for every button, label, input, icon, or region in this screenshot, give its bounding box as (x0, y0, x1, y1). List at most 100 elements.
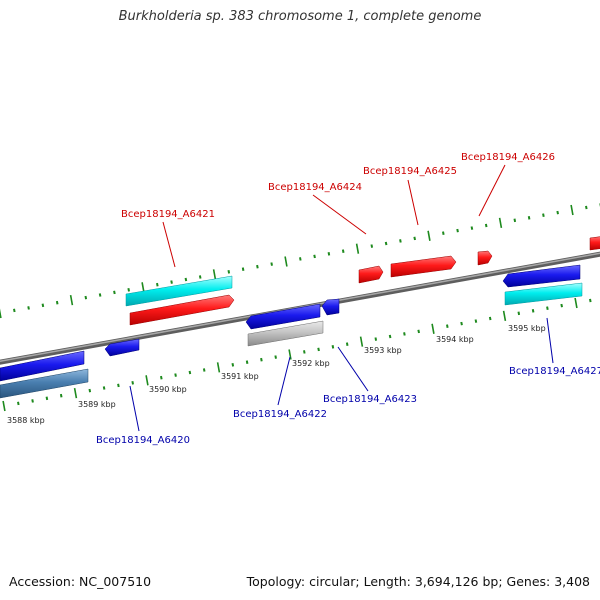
reverse-tick-19 (274, 355, 277, 359)
reverse-tick-22 (317, 347, 320, 352)
forward-tick-3 (41, 303, 45, 308)
gene-label-6425[interactable]: Bcep18194_A6425 (363, 166, 457, 177)
forward-tick-28 (399, 239, 402, 243)
callout-6422 (277, 356, 291, 406)
forward-tick-15 (212, 269, 217, 280)
reverse-tick-27 (388, 334, 392, 339)
forward-tick-1 (13, 308, 16, 313)
gene-label-6427[interactable]: Bcep18194_A6427 (509, 366, 600, 377)
gene-arrow-small-reverse[interactable] (104, 338, 140, 357)
reverse-tick-1 (17, 401, 20, 406)
forward-tick-0 (0, 308, 2, 319)
forward-tick-23 (327, 252, 331, 256)
gene-arrow-6424[interactable] (358, 265, 384, 284)
forward-tick-20 (284, 256, 288, 267)
reverse-tick-5 (73, 387, 78, 399)
gene-arrow-6422-grey[interactable] (247, 320, 324, 347)
forward-tick-38 (542, 213, 545, 217)
reverse-tick-6 (88, 388, 92, 393)
gene-arrow-6426[interactable] (477, 250, 493, 266)
forward-tick-17 (241, 267, 245, 271)
forward-tick-6 (84, 295, 88, 300)
forward-tick-41 (585, 205, 588, 210)
reverse-tick-9 (131, 381, 134, 385)
callout-6423 (337, 346, 369, 392)
gene-label-6420[interactable]: Bcep18194_A6420 (96, 435, 190, 446)
reverse-tick-32 (460, 321, 463, 326)
forward-tick-11 (156, 282, 159, 287)
gene-arrow-6427-cyan[interactable] (504, 282, 583, 306)
gene-arrow-6420[interactable] (0, 350, 85, 382)
callout-lines (129, 164, 554, 432)
forward-tick-33 (470, 226, 474, 230)
reverse-tick-37 (531, 309, 535, 313)
gene-arrow-6421[interactable] (129, 294, 235, 326)
forward-tick-21 (299, 257, 302, 261)
callout-6427 (546, 317, 554, 364)
reverse-tick-0 (2, 400, 6, 412)
forward-tick-29 (413, 236, 416, 241)
reverse-tick-11 (160, 375, 163, 380)
gene-label-6426[interactable]: Bcep18194_A6426 (461, 152, 555, 163)
gene-arrow-6420-steel[interactable] (0, 368, 89, 399)
forward-tick-10 (141, 282, 145, 293)
reverse-tick-30 (431, 323, 435, 334)
kbp-label-3588: 3588 kbp (7, 416, 45, 425)
reverse-tick-3 (45, 396, 49, 401)
forward-tick-22 (313, 254, 316, 259)
kbp-label-3589: 3589 kbp (78, 400, 116, 409)
reverse-tick-15 (216, 362, 221, 373)
reverse-tick-25 (359, 336, 364, 347)
forward-tick-16 (227, 270, 231, 274)
reverse-tick-38 (546, 306, 549, 310)
gene-arrow-next-forward[interactable] (589, 236, 600, 251)
callout-6421 (162, 221, 176, 268)
forward-tick-36 (513, 218, 517, 223)
reverse-tick-40 (574, 297, 578, 309)
gene-arrow-6423[interactable] (321, 298, 340, 316)
reverse-tick-31 (446, 324, 449, 328)
kbp-label-3591: 3591 kbp (221, 372, 259, 381)
reverse-tick-8 (117, 383, 120, 388)
gene-label-6423[interactable]: Bcep18194_A6423 (323, 394, 417, 405)
forward-tick-26 (370, 244, 374, 248)
gene-arrow-6425[interactable] (390, 255, 457, 278)
forward-genes (125, 236, 600, 326)
gene-arrow-6421-cyan[interactable] (125, 275, 233, 307)
forward-tick-2 (27, 306, 30, 310)
forward-tick-34 (484, 223, 488, 228)
forward-tick-track (0, 203, 600, 319)
gene-label-6424[interactable]: Bcep18194_A6424 (268, 182, 362, 193)
forward-tick-37 (527, 216, 531, 220)
forward-tick-13 (184, 277, 188, 282)
reverse-tick-17 (245, 360, 249, 364)
reverse-tick-29 (417, 329, 420, 334)
reverse-tick-24 (345, 342, 349, 346)
reverse-tick-26 (374, 337, 378, 341)
reverse-tick-14 (202, 368, 206, 372)
forward-tick-35 (498, 217, 503, 229)
reverse-tick-33 (474, 319, 478, 323)
kbp-label-3592: 3592 kbp (292, 359, 330, 368)
reverse-tick-21 (303, 350, 306, 354)
forward-tick-19 (270, 262, 273, 266)
forward-tick-39 (556, 210, 559, 215)
kbp-label-3595: 3595 kbp (508, 324, 546, 333)
gene-label-6422[interactable]: Bcep18194_A6422 (233, 409, 327, 420)
forward-tick-8 (113, 290, 116, 295)
callout-6424 (312, 194, 367, 235)
callout-6420 (129, 385, 140, 432)
reverse-tick-2 (31, 399, 34, 403)
accession-text: Accession: NC_007510 (9, 574, 152, 589)
forward-tick-30 (427, 230, 431, 241)
gene-arrow-6422[interactable] (245, 303, 321, 330)
forward-tick-14 (198, 275, 202, 279)
reverse-tick-12 (174, 373, 177, 377)
gene-arrow-6427[interactable] (502, 264, 581, 288)
forward-tick-27 (384, 241, 388, 246)
reverse-tick-34 (488, 316, 492, 321)
gene-label-6421[interactable]: Bcep18194_A6421 (121, 209, 215, 220)
forward-tick-32 (456, 228, 459, 233)
